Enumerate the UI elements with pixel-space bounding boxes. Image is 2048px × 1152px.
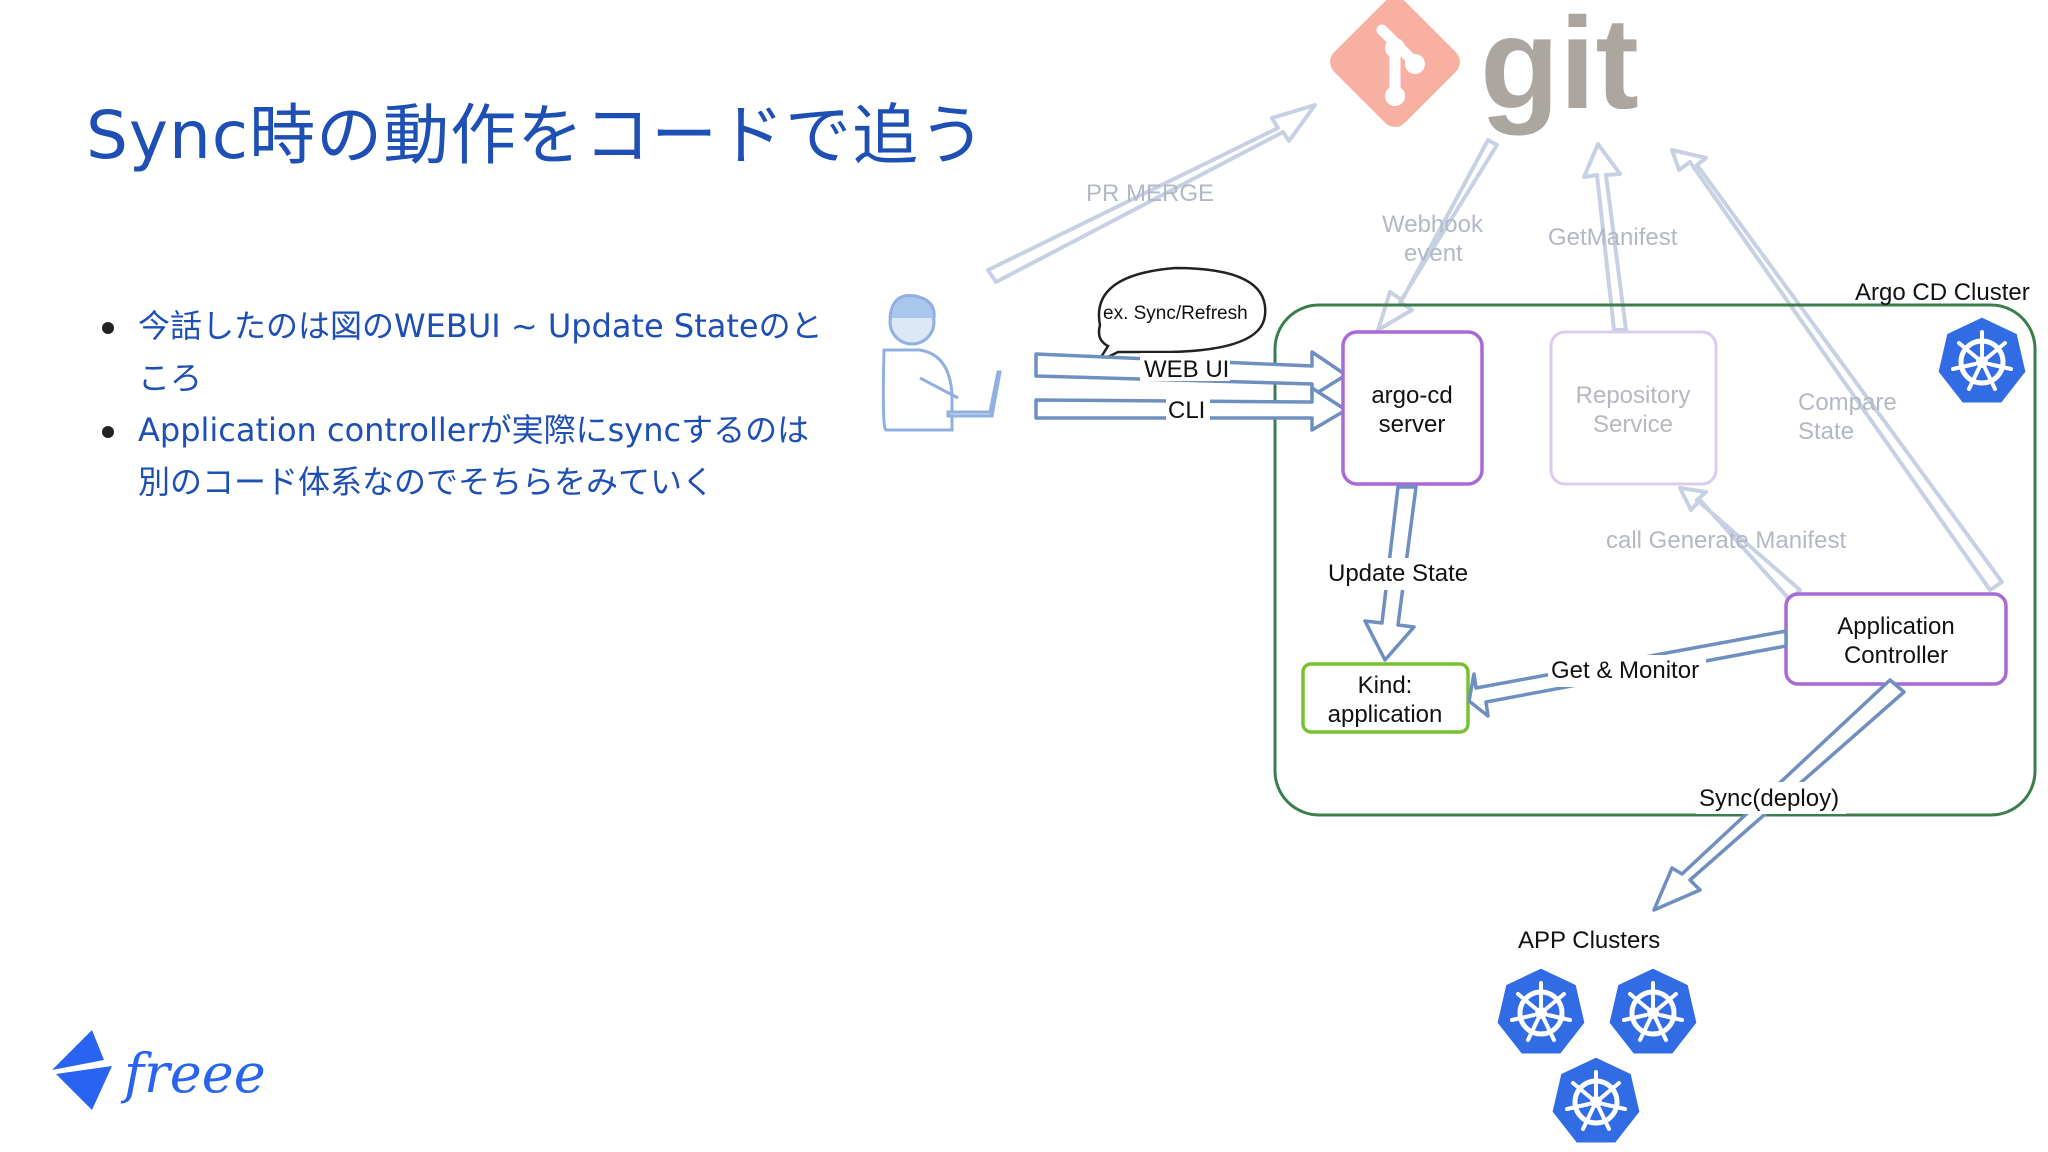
application-controller-label: Application (1837, 613, 1954, 640)
webhook-arrow (1376, 138, 1499, 332)
application-controller-label: Controller (1844, 642, 1948, 669)
argocd-server-label: server (1379, 411, 1446, 438)
bullet-item: 今話したのは図のWEBUI ~ Update Stateのところ (96, 300, 836, 404)
freee-bird-icon (52, 1030, 112, 1110)
kubernetes-icon (1496, 967, 1586, 1055)
app-clusters-label: APP Clusters (1518, 927, 1660, 954)
bullet-list: 今話したのは図のWEBUI ~ Update Stateのところ Applica… (96, 300, 836, 508)
kind-application-label: application (1328, 701, 1443, 728)
faded-arrows (986, 103, 2004, 602)
webhook-label: event (1404, 240, 1463, 267)
argocd-server-label: argo-cd (1371, 382, 1452, 409)
kind-application-label: Kind: (1358, 672, 1413, 699)
getmanifest-label: GetManifest (1548, 224, 1678, 251)
git-logo-icon: git (1330, 0, 1639, 136)
repository-service-node (1549, 330, 1718, 486)
kubernetes-icon (1937, 316, 2027, 404)
call-generate-label: call Generate Manifest (1606, 527, 1846, 554)
speech-bubble: ex. Sync/Refresh (1094, 266, 1267, 366)
compare-state-arrow (1670, 148, 2004, 592)
web-ui-label: WEB UI (1144, 356, 1229, 383)
repository-service-label: Service (1593, 411, 1673, 438)
page-title: Sync時の動作をコードで追う (86, 97, 987, 174)
freee-wordmark: freee (120, 1042, 266, 1105)
argocd-cluster-boundary (1273, 303, 2037, 817)
kubernetes-icon (1551, 1056, 1641, 1144)
freee-logo: freee (52, 1030, 266, 1110)
argocd-server-node (1341, 330, 1484, 486)
call-generate-arrow (1678, 486, 1802, 602)
webhook-label: Webhook (1382, 211, 1484, 238)
sync-deploy-label: Sync(deploy) (1699, 785, 1839, 812)
kubernetes-icon (1608, 967, 1698, 1055)
user-at-laptop-icon (881, 293, 1002, 432)
compare-state-label: State (1798, 418, 1854, 445)
get-monitor-label: Get & Monitor (1551, 657, 1699, 684)
compare-state-label: Compare (1798, 389, 1897, 416)
speech-bubble-text: ex. Sync/Refresh (1103, 303, 1248, 324)
repository-service-label: Repository (1576, 382, 1691, 409)
update-state-label: Update State (1328, 560, 1468, 587)
argocd-cluster-label: Argo CD Cluster (1855, 279, 2030, 306)
bullet-item: Application controllerが実際にsyncするのは別のコード体… (96, 404, 836, 508)
git-wordmark: git (1480, 0, 1639, 136)
pr-merge-label: PR MERGE (1086, 180, 1214, 207)
cli-label: CLI (1168, 397, 1205, 424)
pr-merge-arrow (986, 103, 1317, 284)
